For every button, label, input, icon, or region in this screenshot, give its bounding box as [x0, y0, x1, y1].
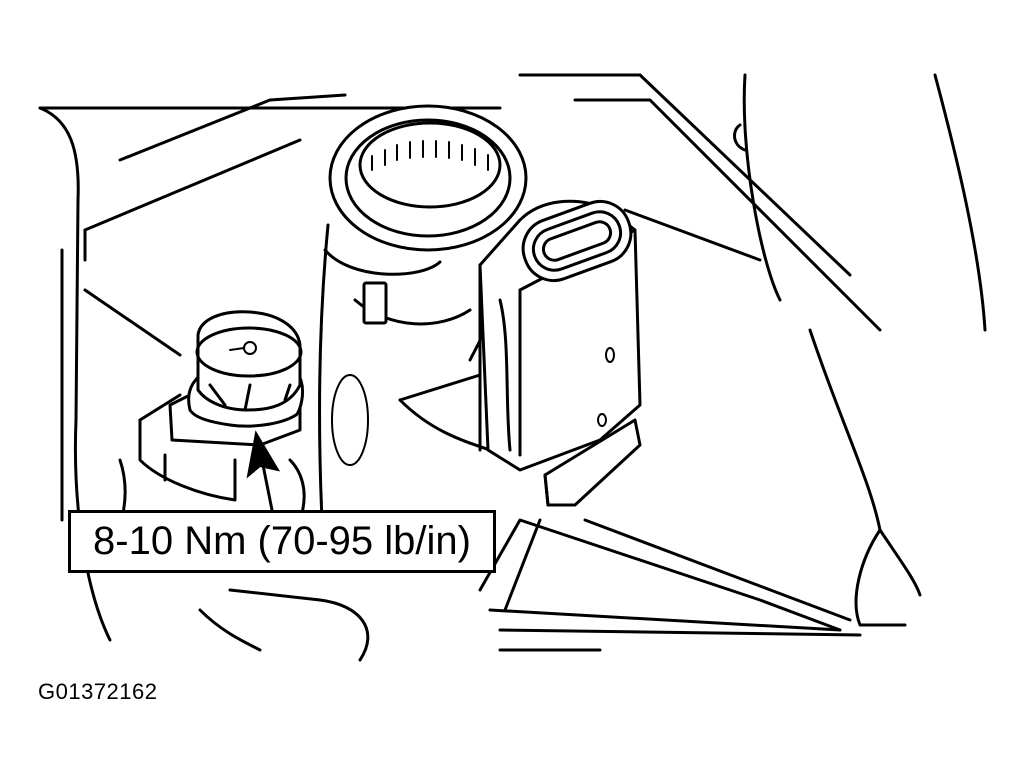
figure-id: G01372162	[38, 679, 158, 704]
base-plate	[478, 518, 862, 652]
hex-bolt	[168, 310, 304, 447]
pointer-arrow-icon	[246, 430, 281, 512]
sensor-ring	[328, 104, 528, 252]
torque-callout: 8-10 Nm (70-95 lb/in)	[68, 510, 496, 573]
electrical-connector	[478, 199, 642, 507]
housing-outline	[38, 73, 987, 642]
torque-label: 8-10 Nm (70-95 lb/in)	[93, 519, 471, 563]
